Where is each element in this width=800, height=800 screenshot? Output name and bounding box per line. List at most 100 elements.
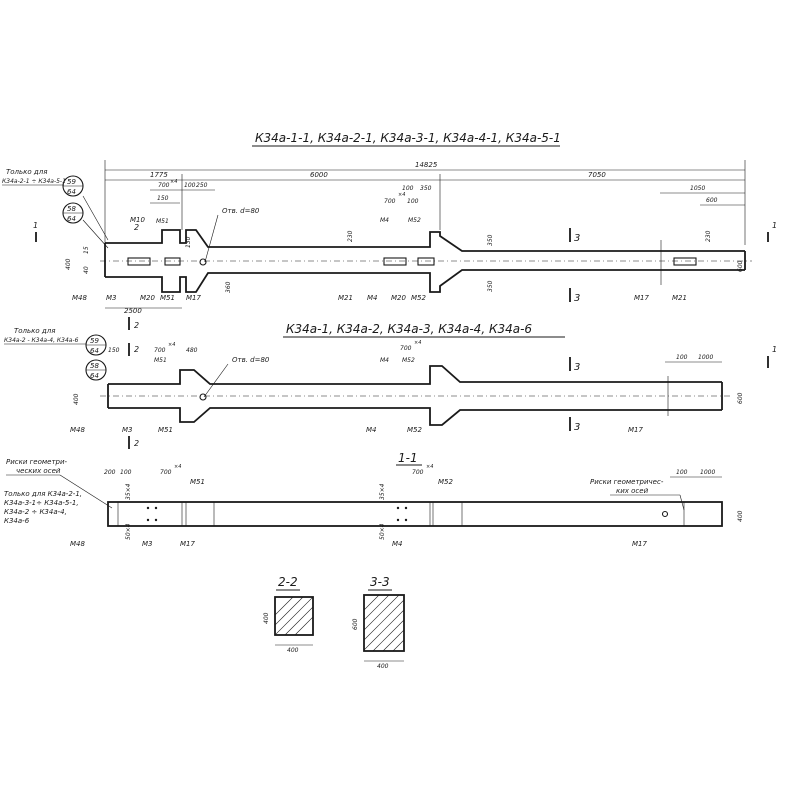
svg-text:Отв. d=80: Отв. d=80 <box>222 207 260 215</box>
svg-text:350: 350 <box>487 234 494 246</box>
svg-text:К34а-3-1÷ К34а-5-1,: К34а-3-1÷ К34а-5-1, <box>4 499 79 507</box>
svg-text:М4: М4 <box>392 540 403 548</box>
view-section-1-1: 1-1 Риски геометри- ческих осей Только д… <box>4 451 744 548</box>
section-3-3: 3-3 600 400 <box>352 575 405 670</box>
svg-text:М17: М17 <box>180 540 195 548</box>
svg-text:М20: М20 <box>140 294 155 302</box>
svg-text:64: 64 <box>90 372 99 380</box>
svg-text:600: 600 <box>706 197 718 204</box>
view-1: К34а-1-1, К34а-2-1, К34а-3-1, К34а-4-1, … <box>2 131 777 330</box>
svg-text:35×4: 35×4 <box>125 483 132 500</box>
svg-text:М48: М48 <box>70 540 85 548</box>
svg-text:64: 64 <box>67 215 76 223</box>
svg-text:2: 2 <box>134 321 139 330</box>
svg-text:М48: М48 <box>70 426 85 434</box>
svg-text:М20: М20 <box>391 294 406 302</box>
svg-text:М52: М52 <box>408 217 421 224</box>
svg-text:М51: М51 <box>154 357 167 364</box>
view1-title: К34а-1-1, К34а-2-1, К34а-3-1, К34а-4-1, … <box>255 131 561 145</box>
section-2-2-rect <box>274 596 314 636</box>
svg-text:Только для К34а-2-1,: Только для К34а-2-1, <box>4 490 82 498</box>
svg-text:×4: ×4 <box>174 464 181 470</box>
svg-text:360: 360 <box>225 281 232 293</box>
svg-text:×4: ×4 <box>170 179 177 185</box>
view2-title: К34а-1, К34а-2, К34а-3, К34а-4, К34а-6 <box>286 322 532 336</box>
svg-text:100: 100 <box>184 182 196 189</box>
svg-text:1000: 1000 <box>700 469 715 476</box>
view1-note-line2: К34а-2-1 ÷ К34а-5-1 <box>2 178 66 185</box>
svg-text:М52: М52 <box>411 294 426 302</box>
svg-text:ких осей: ких осей <box>616 487 649 495</box>
svg-text:2: 2 <box>134 345 139 354</box>
svg-text:М3: М3 <box>122 426 133 434</box>
svg-text:700: 700 <box>400 345 412 352</box>
svg-text:М48: М48 <box>72 294 87 302</box>
svg-text:100: 100 <box>120 469 132 476</box>
svg-text:×4: ×4 <box>414 340 421 346</box>
beam-1-outline-bottom <box>105 269 745 293</box>
svg-text:700: 700 <box>158 182 170 189</box>
svg-text:М51: М51 <box>158 426 173 434</box>
svg-text:64: 64 <box>90 347 99 355</box>
svg-text:2500: 2500 <box>124 307 142 315</box>
svg-text:М51: М51 <box>190 478 205 486</box>
svg-text:М17: М17 <box>632 540 647 548</box>
svg-text:М3: М3 <box>106 294 117 302</box>
svg-text:100: 100 <box>676 354 688 361</box>
svg-text:1: 1 <box>33 221 38 230</box>
svg-text:2: 2 <box>134 223 139 232</box>
svg-text:2-2: 2-2 <box>278 575 298 589</box>
svg-text:3: 3 <box>574 233 580 244</box>
svg-text:230: 230 <box>705 230 712 242</box>
svg-text:150: 150 <box>157 195 169 202</box>
svg-text:6000: 6000 <box>310 171 328 179</box>
svg-text:1000: 1000 <box>698 354 713 361</box>
svg-text:400: 400 <box>377 663 389 670</box>
svg-text:3: 3 <box>574 422 580 433</box>
svg-text:М4: М4 <box>367 294 378 302</box>
svg-text:480: 480 <box>186 347 198 354</box>
svg-text:600: 600 <box>737 260 744 272</box>
section-3-3-rect <box>363 594 405 652</box>
svg-text:100: 100 <box>402 185 414 192</box>
svg-text:М52: М52 <box>407 426 422 434</box>
svg-text:230: 230 <box>347 230 354 242</box>
svg-text:Отв. d=80: Отв. d=80 <box>232 356 270 364</box>
svg-text:200: 200 <box>104 469 116 476</box>
svg-text:ческих осей: ческих осей <box>16 467 61 475</box>
svg-text:3: 3 <box>574 362 580 373</box>
svg-text:К34а-2 - К34а-4, К34а-6: К34а-2 - К34а-4, К34а-6 <box>4 337 79 344</box>
beam-2-outline-bottom <box>108 407 722 426</box>
svg-text:×4: ×4 <box>426 464 433 470</box>
beam-section-1-1-outline <box>107 501 723 527</box>
svg-text:59: 59 <box>67 178 76 186</box>
svg-text:50×4: 50×4 <box>379 523 386 540</box>
svg-text:М51: М51 <box>156 218 169 225</box>
svg-text:700: 700 <box>412 469 424 476</box>
svg-text:1: 1 <box>772 221 777 230</box>
svg-text:50×4: 50×4 <box>125 523 132 540</box>
svg-text:М52: М52 <box>402 357 415 364</box>
svg-text:250: 250 <box>196 182 208 189</box>
svg-text:М17: М17 <box>628 426 643 434</box>
svg-text:М51: М51 <box>160 294 175 302</box>
svg-text:1-1: 1-1 <box>398 451 418 465</box>
svg-text:59: 59 <box>90 337 99 345</box>
svg-text:100: 100 <box>676 469 688 476</box>
beam-2-outline-top <box>108 365 722 385</box>
svg-text:×4: ×4 <box>168 342 175 348</box>
svg-text:Риски геометричес-: Риски геометричес- <box>590 478 664 486</box>
svg-text:400: 400 <box>287 647 299 654</box>
hole-d80 <box>199 258 207 266</box>
svg-text:600: 600 <box>352 618 359 630</box>
svg-text:150: 150 <box>108 347 120 354</box>
svg-text:58: 58 <box>67 205 76 213</box>
svg-text:Риски геометри-: Риски геометри- <box>6 458 68 466</box>
svg-text:400: 400 <box>65 258 72 270</box>
svg-text:40: 40 <box>83 266 90 274</box>
svg-text:100: 100 <box>407 198 419 205</box>
svg-text:1: 1 <box>772 345 777 354</box>
svg-text:700: 700 <box>160 469 172 476</box>
svg-text:1050: 1050 <box>690 185 705 192</box>
svg-text:700: 700 <box>384 198 396 205</box>
